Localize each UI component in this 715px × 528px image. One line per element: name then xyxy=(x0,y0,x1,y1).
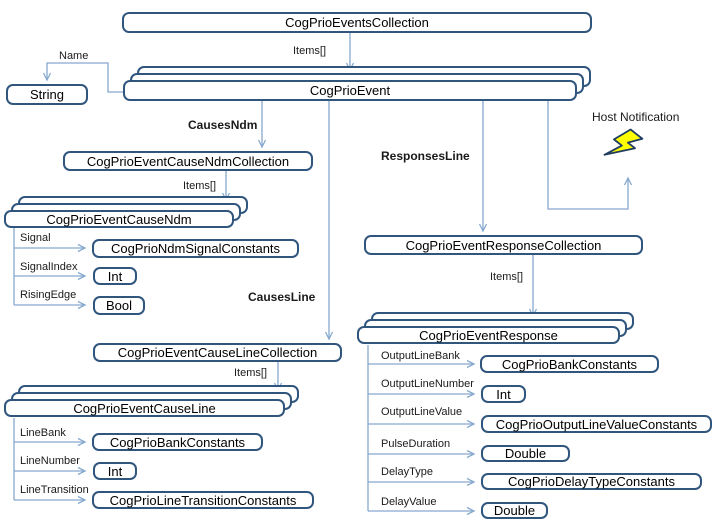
lightning-bolt-icon xyxy=(603,128,644,156)
node-resp-bank-constants: CogPrioBankConstants xyxy=(480,355,659,373)
edge-label-responses-line: ResponsesLine xyxy=(381,149,470,163)
host-notification-label: Host Notification xyxy=(592,110,680,124)
prop-label-delay-type: DelayType xyxy=(381,466,433,478)
edge-label-items-top: Items[] xyxy=(293,45,327,57)
node-output-line-value-constants: CogPrioOutputLineValueConstants xyxy=(481,415,712,433)
edge-label-name: Name xyxy=(59,50,89,62)
node-ndm-bool: Bool xyxy=(93,296,145,315)
node-cause-line: CogPrioEventCauseLine xyxy=(4,399,285,417)
edge-label-items-resp: Items[] xyxy=(490,271,524,283)
host-notification-connector xyxy=(547,101,633,210)
node-pulse-double: Double xyxy=(481,445,570,462)
node-response: CogPrioEventResponse xyxy=(357,326,620,344)
name-connector xyxy=(42,62,123,93)
prop-label-delay-value: DelayValue xyxy=(381,496,437,508)
edge-label-causes-line: CausesLine xyxy=(248,290,316,304)
prop-label-rising-edge: RisingEdge xyxy=(20,289,77,301)
edge-label-items-line: Items[] xyxy=(234,367,268,379)
prop-label-output-line-number: OutputLineNumber xyxy=(381,378,474,390)
node-delay-type-constants: CogPrioDelayTypeConstants xyxy=(481,473,702,490)
node-event: CogPrioEvent xyxy=(123,80,577,101)
node-cause-line-collection: CogPrioEventCauseLineCollection xyxy=(93,343,342,362)
node-line-int: Int xyxy=(93,462,137,480)
edge-label-causes-ndm: CausesNdm xyxy=(188,118,258,132)
edge-label-items-ndm: Items[] xyxy=(183,180,217,192)
node-delay-double: Double xyxy=(481,502,548,519)
node-cause-ndm-collection: CogPrioEventCauseNdmCollection xyxy=(63,151,313,171)
node-events-collection: CogPrioEventsCollection xyxy=(122,12,592,33)
prop-label-signal: Signal xyxy=(20,232,51,244)
node-line-transition-constants: CogPrioLineTransitionConstants xyxy=(92,491,314,509)
node-cause-ndm: CogPrioEventCauseNdm xyxy=(4,210,234,228)
node-ndm-signal-constants: CogPrioNdmSignalConstants xyxy=(92,239,299,258)
node-resp-int: Int xyxy=(481,385,526,403)
prop-label-line-number: LineNumber xyxy=(20,455,80,467)
prop-label-line-transition: LineTransition xyxy=(20,484,89,496)
prop-label-signal-index: SignalIndex xyxy=(20,261,78,273)
node-line-bank-constants: CogPrioBankConstants xyxy=(92,433,263,451)
node-string-type: String xyxy=(6,84,88,105)
prop-label-pulse-duration: PulseDuration xyxy=(381,438,451,450)
prop-label-output-line-bank: OutputLineBank xyxy=(381,350,460,362)
prop-label-line-bank: LineBank xyxy=(20,427,66,439)
prop-label-output-line-value: OutputLineValue xyxy=(381,406,463,418)
node-ndm-int: Int xyxy=(93,267,137,285)
node-response-collection: CogPrioEventResponseCollection xyxy=(364,235,643,255)
